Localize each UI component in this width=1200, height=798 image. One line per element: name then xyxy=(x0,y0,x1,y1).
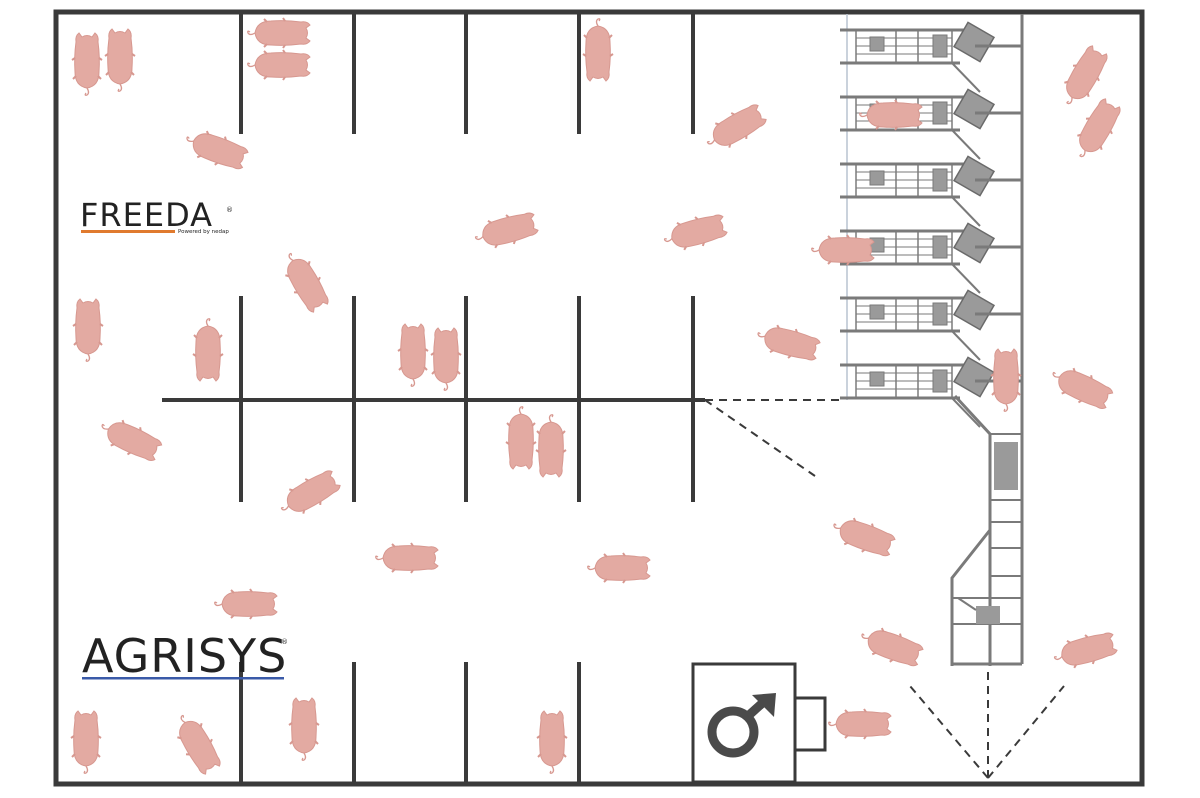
sorting-lane xyxy=(950,394,1024,666)
freeda-logo-text: FREEDA xyxy=(80,196,213,234)
pig-icon xyxy=(192,317,224,382)
pig-icon xyxy=(94,411,166,467)
feeding-stations xyxy=(840,14,1024,428)
pig-icon xyxy=(586,552,651,584)
pig-icon xyxy=(288,697,320,762)
pig-icon xyxy=(213,588,278,620)
freeda-subtitle: Powered by nedap xyxy=(178,229,229,235)
boar-pen xyxy=(691,662,827,784)
agrisys-registered-mark: ® xyxy=(281,638,288,646)
feeding-station xyxy=(840,21,1022,93)
agrisys-underline xyxy=(82,677,284,680)
pig-icon xyxy=(397,323,429,388)
pig-icon xyxy=(1067,94,1127,166)
pig-icon xyxy=(72,298,104,363)
pig-icon xyxy=(753,318,823,366)
pig-icon xyxy=(582,17,614,82)
pig-icon xyxy=(104,28,136,93)
pig-icon xyxy=(990,348,1022,413)
pig-icon xyxy=(246,17,311,49)
agrisys-logo: AGRISYS ® xyxy=(82,629,288,683)
feeding-station xyxy=(840,222,1022,294)
pig-icon xyxy=(660,209,730,257)
freeda-underline xyxy=(81,230,175,233)
feeding-station xyxy=(840,356,1022,428)
barn-outer-wall xyxy=(53,9,1145,787)
pig-icon xyxy=(70,710,102,775)
pig-icon xyxy=(535,413,567,478)
pig-icon xyxy=(167,707,227,779)
feeding-station xyxy=(840,155,1022,227)
pig-icon xyxy=(536,710,568,775)
pig-icon xyxy=(275,245,335,317)
pig-icon xyxy=(273,464,345,524)
pig-icon xyxy=(430,327,462,392)
middle-pen-block xyxy=(162,296,705,502)
top-pen-dividers xyxy=(239,14,695,134)
pig-icon xyxy=(374,542,439,574)
dashed-boundaries xyxy=(704,399,1065,779)
pig-icon xyxy=(1050,627,1120,675)
agrisys-logo-text: AGRISYS xyxy=(82,629,287,683)
pig-icon xyxy=(827,708,892,740)
bottom-pen-dividers xyxy=(239,662,581,782)
male-symbol-icon xyxy=(707,693,776,758)
feeding-station xyxy=(840,88,1022,160)
pig-icon xyxy=(505,405,537,470)
pig-icon xyxy=(1045,359,1117,415)
freeda-logo: FREEDA ® Powered by nedap xyxy=(80,196,233,235)
feeding-station xyxy=(840,289,1022,361)
pig-icon xyxy=(71,32,103,97)
pig-icon xyxy=(810,234,875,266)
pig-icon xyxy=(855,620,927,673)
pig-icon xyxy=(246,49,311,81)
pig-icon xyxy=(827,510,899,563)
pig-icon xyxy=(699,98,771,158)
pig-icon xyxy=(471,207,541,255)
freeda-registered-mark: ® xyxy=(226,206,233,214)
